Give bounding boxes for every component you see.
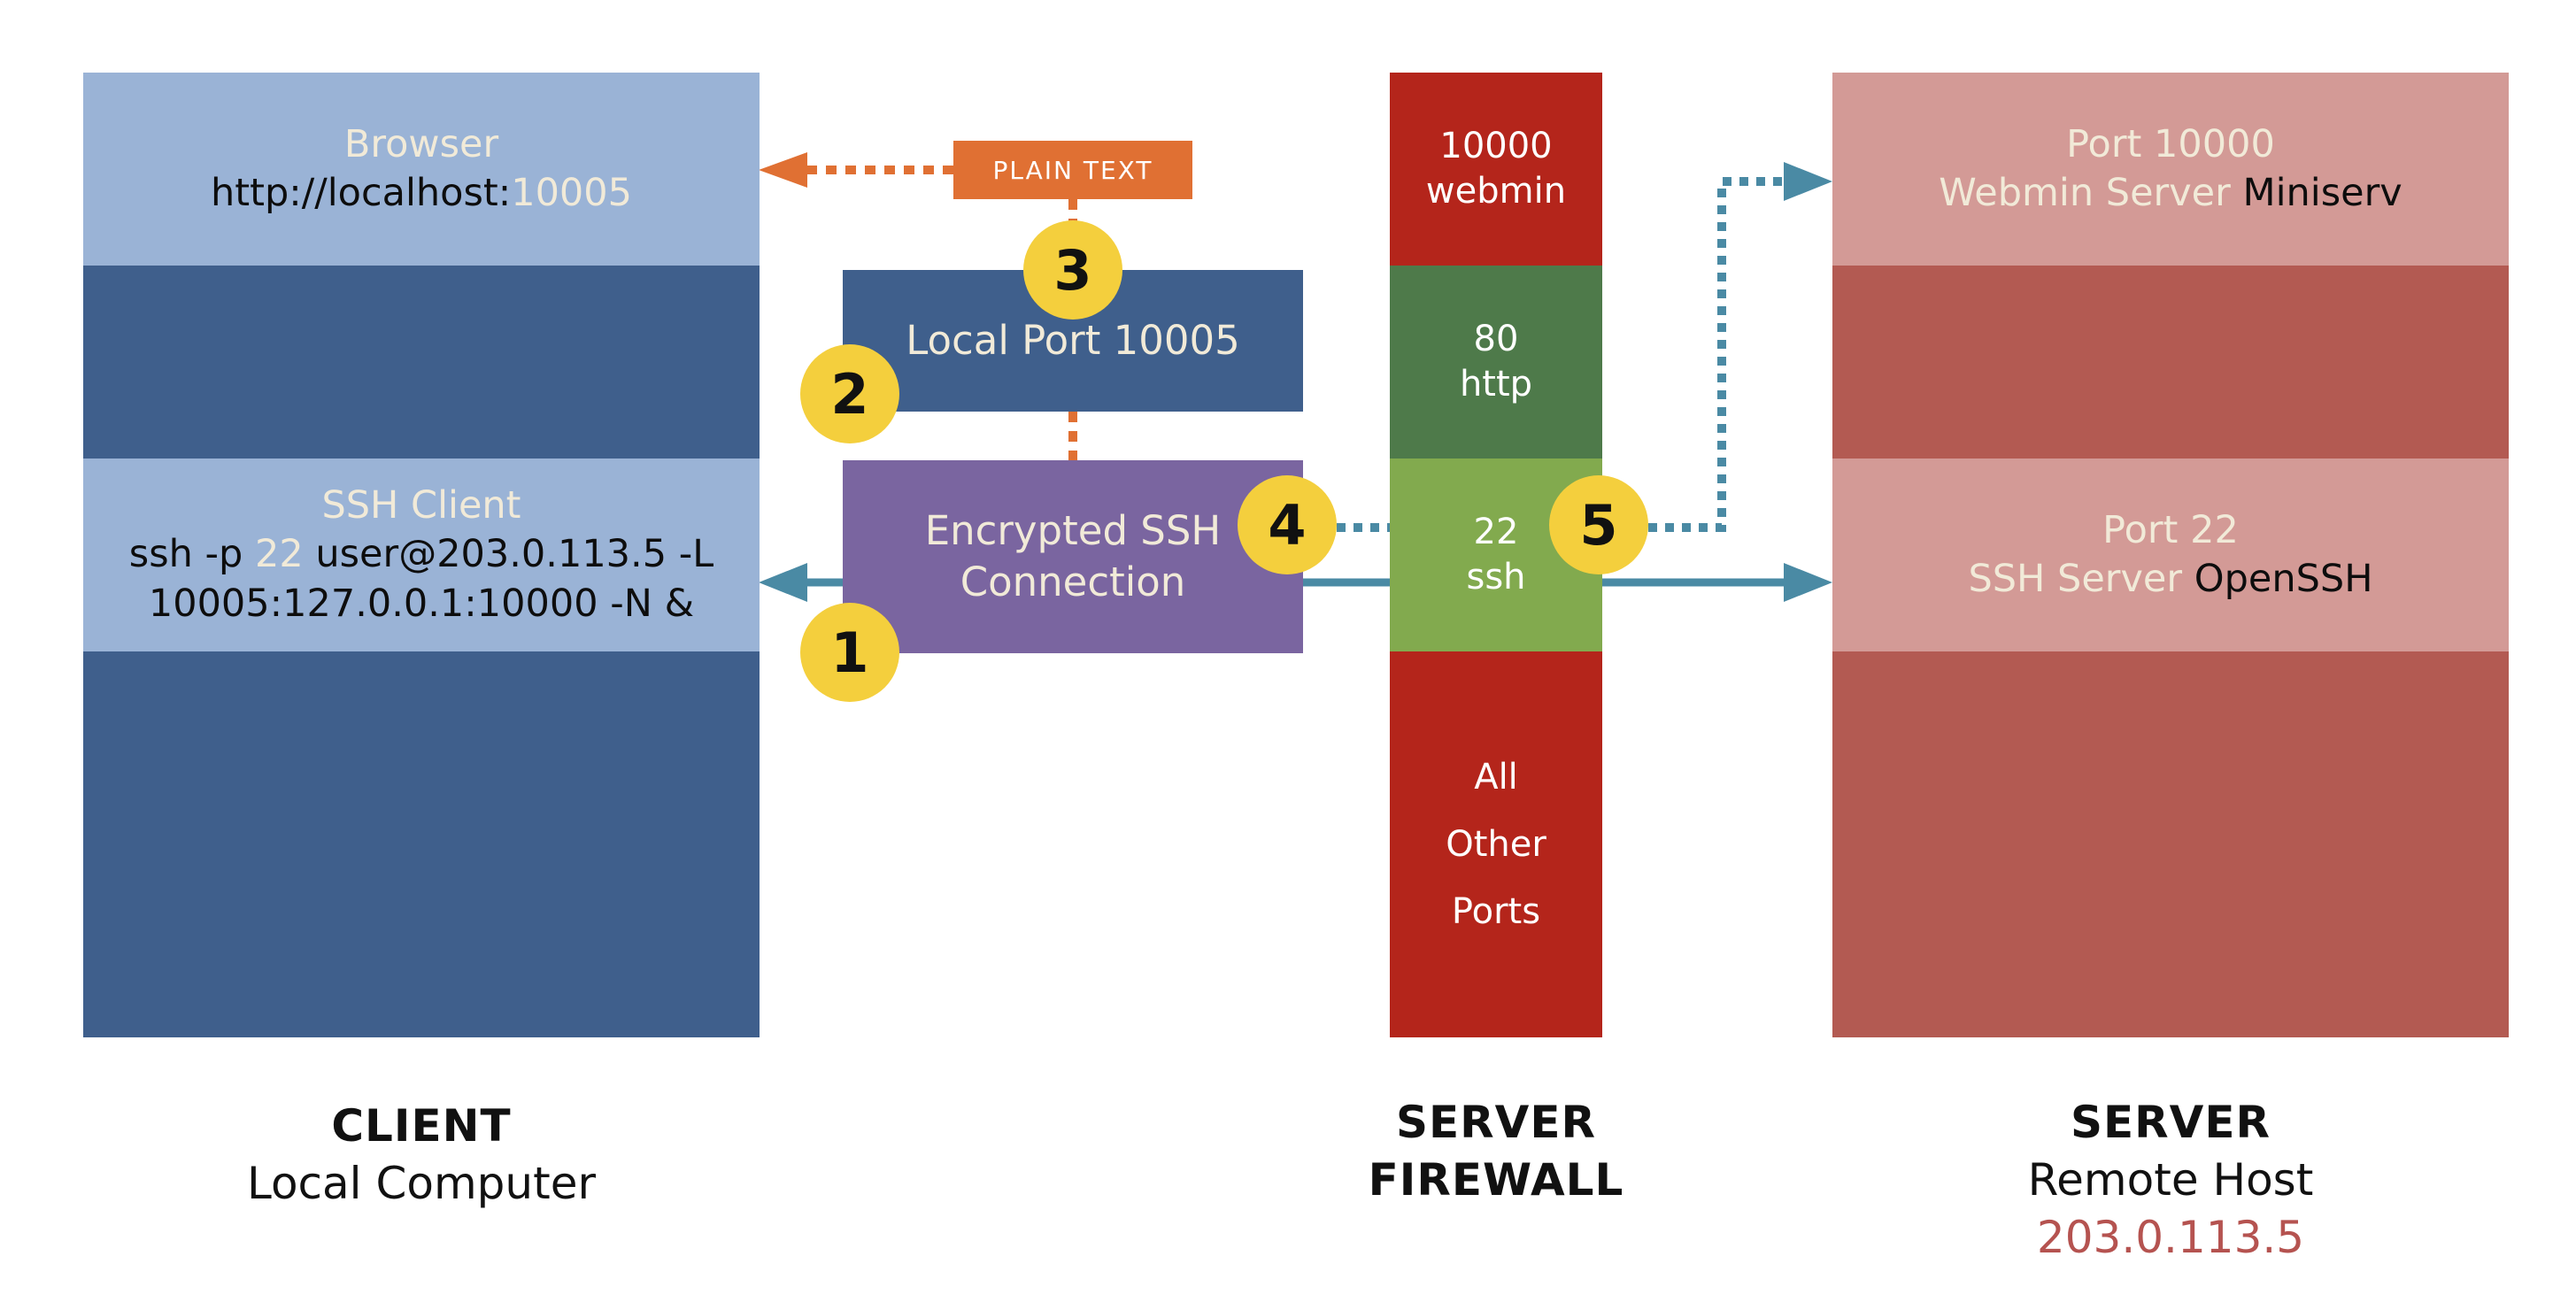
firewall-port-80-label: 80 http [1390,266,1602,458]
step-2-badge: 2 [800,344,899,443]
step-3-badge: 3 [1023,220,1122,320]
client-ssh-panel [83,458,760,651]
browser-url-port: 10005 [511,171,633,215]
server-caption-ip: 203.0.113.5 [2036,1212,2305,1263]
client-caption: CLIENT Local Computer [83,1098,760,1213]
firewall-caption-line1: SERVER [1395,1097,1597,1148]
webmin-port-line: Port 10000 [2066,121,2275,166]
firewall-other-ports [1390,651,1602,1037]
browser-url-host: http://localhost: [210,171,512,215]
step-4-badge: 4 [1238,475,1337,574]
ssh-command-line2: 10005:127.0.0.1:10000 -N & [148,581,695,626]
encrypted-line1: Encrypted SSH [924,507,1222,555]
encrypted-connection-label: Encrypted SSH Connection [843,460,1303,653]
ssh-server-text: SSH Server [1968,557,2194,601]
server-caption: SERVER Remote Host 203.0.113.5 [1832,1094,2509,1267]
local-port-label: Local Port 10005 [906,317,1240,365]
firewall-other-line3: Ports [1451,891,1541,932]
server-body-lower [1832,651,2509,1037]
firewall-port-80 [1390,266,1602,458]
ssh-server-line: SSH Server OpenSSH [1968,555,2372,604]
ssh-server-label: Port 22 SSH Server OpenSSH [1832,458,2509,651]
client-browser-panel [83,73,760,266]
firewall-other-ports-label: All Other Ports [1390,651,1602,1037]
firewall-port-22-number: 22 [1473,511,1519,552]
ssh-client-title: SSH Client [321,483,521,528]
webmin-server-label: Port 10000 Webmin Server Miniserv [1832,73,2509,266]
firewall-port-10000-name: webmin [1425,171,1567,212]
encrypted-line2: Connection [960,559,1186,605]
step5-arrowhead [1784,162,1832,201]
firewall-port-80-number: 80 [1473,318,1519,359]
webmin-server-line: Webmin Server Miniserv [1939,169,2402,218]
step-1-badge: 1 [800,603,899,702]
ssh-command-port: 22 [255,532,304,577]
encrypted-to-client-arrowhead [759,563,807,602]
step5-connector [1648,177,1788,532]
ssh-client-label: SSH Client ssh -p 22 user@203.0.113.5 -L… [83,458,760,651]
webmin-server-text: Webmin Server [1939,171,2243,215]
browser-title: Browser [343,121,499,166]
encrypted-connection-box [843,460,1303,653]
firewall-port-22-name: ssh [1466,557,1526,597]
server-body-upper [1832,266,2509,458]
plain-text-tag: PLAIN TEXT [953,141,1192,199]
client-body-lower [83,651,760,1037]
client-body-upper [83,266,760,458]
firewall-other-line2: Other [1446,824,1546,865]
ssh-command-rest: user@203.0.113.5 -L [303,532,714,577]
client-caption-title: CLIENT [331,1100,512,1152]
server-ssh-panel [1832,458,2509,651]
firewall-caption: SERVER FIREWALL [1319,1094,1673,1209]
browser-label: Browser http://localhost:10005 [83,73,760,266]
client-caption-subtitle: Local Computer [246,1158,597,1209]
browser-url: http://localhost:10005 [211,169,632,218]
firewall-to-ssh-server-arrowhead [1784,563,1832,602]
firewall-port-10000-label: 10000 webmin [1390,73,1602,266]
firewall-port-10000-number: 10000 [1439,125,1553,166]
step-5-badge: 5 [1549,475,1648,574]
server-caption-subtitle: Remote Host [2027,1154,2314,1206]
firewall-caption-line2: FIREWALL [1368,1154,1624,1206]
webmin-server-name: Miniserv [2242,171,2402,215]
ssh-command-line1: ssh -p 22 user@203.0.113.5 -L [129,530,713,579]
ssh-server-name: OpenSSH [2194,557,2373,601]
firewall-port-10000 [1390,73,1602,266]
ssh-command-prefix: ssh -p [128,532,256,577]
server-webmin-panel [1832,73,2509,266]
firewall-port-22-label: 22 ssh [1390,458,1602,651]
plain-text-arrowhead [759,152,807,188]
firewall-port-80-name: http [1459,364,1533,405]
server-caption-title: SERVER [2070,1097,2271,1148]
firewall-other-line1: All [1474,757,1518,798]
ssh-server-port-line: Port 22 [2102,507,2239,552]
